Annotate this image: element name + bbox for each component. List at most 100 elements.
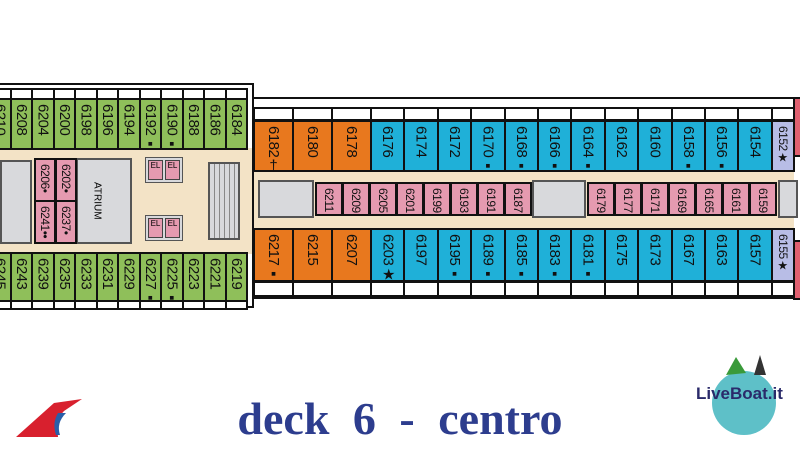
cabin-number: 6159 — [756, 188, 770, 213]
cabin[interactable]: 6178 — [331, 120, 372, 172]
cabin[interactable]: 6156▪ — [704, 120, 740, 174]
elevators-lower: EL EL — [145, 215, 183, 241]
elevator: EL — [148, 160, 163, 180]
balcony — [737, 281, 773, 297]
cabin[interactable]: 6167 — [670, 228, 706, 282]
cabin[interactable]: 6200 — [52, 98, 76, 150]
elevator: EL — [148, 218, 163, 238]
cabin[interactable]: 6190▪ — [160, 98, 184, 152]
cabin[interactable]: 6208 — [9, 98, 33, 150]
cabin[interactable]: 6205 — [369, 182, 397, 216]
cabin[interactable]: 6201 — [396, 182, 424, 216]
cabin-number: 6190▪ — [163, 104, 181, 152]
cabin[interactable]: 6177 — [614, 182, 642, 216]
cabin[interactable]: 6241•• — [34, 200, 56, 244]
cabin-number: 6197 — [412, 234, 430, 266]
cabin[interactable]: 6243 — [9, 252, 33, 302]
cabin[interactable]: 6174 — [403, 120, 439, 172]
cabin[interactable]: 6169 — [668, 182, 696, 216]
cabin[interactable]: 6166▪ — [537, 120, 573, 174]
cabin[interactable]: 6193 — [450, 182, 478, 216]
balcony — [31, 300, 55, 310]
cabin[interactable]: 6211 — [315, 182, 343, 216]
cabin[interactable]: 6184 — [224, 98, 248, 150]
cabin-number: 6178 — [343, 126, 360, 158]
cabin[interactable]: 6191 — [477, 182, 505, 216]
balcony — [403, 281, 439, 297]
balcony — [470, 107, 506, 121]
cabin[interactable]: 6170▪ — [470, 120, 506, 174]
cabin[interactable]: 6158▪ — [670, 120, 706, 174]
cabin[interactable]: 6189▪ — [470, 228, 506, 282]
cabin[interactable]: 6227▪ — [138, 252, 162, 306]
cabin[interactable]: 6155★ — [770, 228, 795, 282]
cabin-number: 6208 — [12, 104, 30, 136]
cabin-number: 6233 — [77, 258, 95, 290]
cabin[interactable]: 6164▪ — [570, 120, 606, 174]
cabin[interactable]: 6235 — [52, 252, 76, 302]
cabin-number: 6219 — [227, 258, 245, 290]
cabin[interactable]: 6215 — [292, 228, 333, 282]
cabin[interactable]: 6198 — [74, 98, 98, 150]
cabin[interactable]: 6159 — [749, 182, 777, 216]
balcony — [737, 107, 773, 121]
cabin[interactable]: 6225▪ — [160, 252, 184, 306]
cabin[interactable]: 6231 — [95, 252, 119, 302]
cabin[interactable]: 6192▪ — [138, 98, 162, 152]
cabin[interactable]: 6196 — [95, 98, 119, 150]
cabin[interactable]: 6183▪ — [537, 228, 573, 282]
cabin[interactable]: 6221 — [203, 252, 227, 302]
cabin[interactable]: 6202• — [55, 158, 77, 202]
cabin[interactable]: 6160 — [637, 120, 673, 172]
cabin[interactable]: 6171 — [641, 182, 669, 216]
cabin-number: 6157 — [746, 234, 764, 266]
cabin[interactable]: 6199 — [423, 182, 451, 216]
cabin-number: 6168▪ — [512, 126, 530, 174]
cabin[interactable]: 6187 — [504, 182, 532, 216]
cabin[interactable]: 6237• — [55, 200, 77, 244]
cabin[interactable]: 6219 — [224, 252, 248, 302]
cabin[interactable]: 6175 — [603, 228, 640, 282]
balcony — [503, 107, 539, 121]
cabin-number: 6198 — [77, 104, 95, 136]
balcony — [537, 281, 573, 297]
cabin[interactable]: 6157 — [737, 228, 773, 282]
cabin[interactable]: 6179 — [587, 182, 615, 216]
cabin[interactable]: 6203★ — [370, 228, 406, 283]
cabin[interactable]: 6195▪ — [436, 228, 473, 282]
cabin[interactable]: 6172 — [436, 120, 473, 172]
cabin-number: 6185▪ — [512, 234, 530, 282]
cabin[interactable]: 6186 — [203, 98, 227, 150]
cabin[interactable]: 6163 — [704, 228, 740, 282]
cabin[interactable]: 6223 — [181, 252, 205, 302]
cabin[interactable]: 6162 — [603, 120, 640, 172]
balcony — [224, 300, 248, 310]
cabin[interactable]: 6154 — [737, 120, 773, 172]
cabin[interactable]: 6233 — [74, 252, 98, 302]
service-area — [532, 180, 586, 218]
cabin[interactable]: 6165 — [695, 182, 723, 216]
cabin-number: 6239 — [34, 258, 52, 290]
cabin[interactable]: 6185▪ — [503, 228, 539, 282]
cabin[interactable]: 6188 — [181, 98, 205, 150]
cabin[interactable]: 6197 — [403, 228, 439, 282]
cabin[interactable]: 6161 — [722, 182, 750, 216]
service-area — [0, 160, 32, 244]
balcony — [253, 107, 294, 121]
cabin[interactable]: 6229 — [117, 252, 141, 302]
cabin[interactable]: 6194 — [117, 98, 141, 150]
cabin-number: 6155★ — [775, 234, 790, 273]
cabin[interactable]: 6209 — [342, 182, 370, 216]
cabin[interactable]: 6180 — [292, 120, 333, 172]
cabin[interactable]: 6239 — [31, 252, 55, 302]
cabin[interactable]: 6204 — [31, 98, 55, 150]
cabin[interactable]: 6152★ — [770, 120, 795, 172]
cabin[interactable]: 6217▪ — [253, 228, 294, 282]
cabin[interactable]: 6181▪ — [570, 228, 606, 282]
cabin[interactable]: 6176 — [370, 120, 406, 172]
cabin[interactable]: 6168▪ — [503, 120, 539, 174]
cabin[interactable]: 6182† — [253, 120, 294, 174]
cabin[interactable]: 6206• — [34, 158, 56, 202]
cabin[interactable]: 6207 — [331, 228, 372, 282]
cabin[interactable]: 6173 — [637, 228, 673, 282]
